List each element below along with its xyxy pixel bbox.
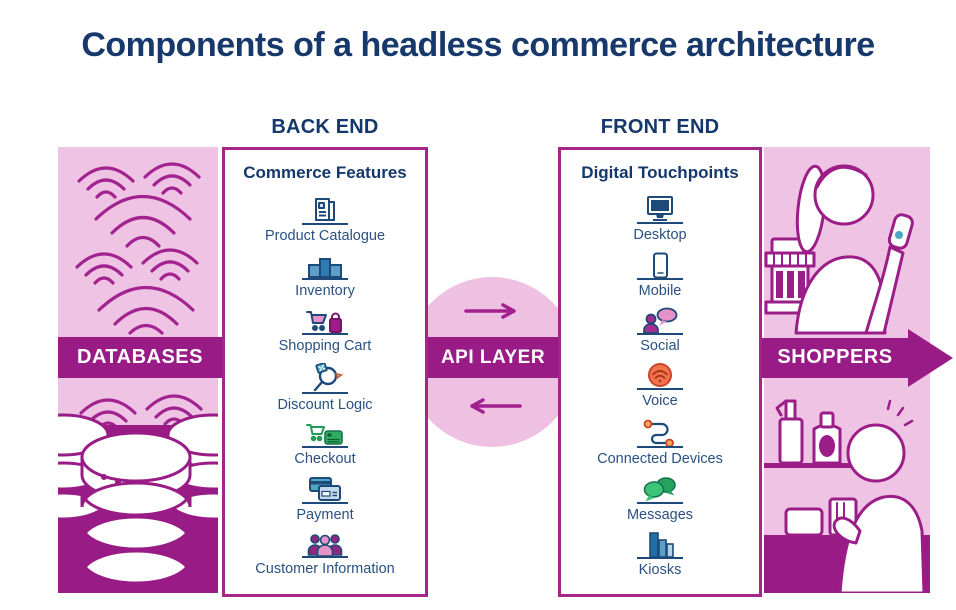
feature-customer-information: Customer Information (255, 532, 395, 578)
messages-icon (637, 476, 683, 504)
feature-label: Customer Information (255, 561, 395, 578)
feature-label: Product Catalogue (264, 227, 386, 244)
touchpoint-mobile: Mobile (637, 252, 683, 299)
arrow-right-icon (464, 303, 516, 319)
icon-baseline (301, 332, 348, 335)
kiosks-icon (637, 531, 683, 559)
mobile-icon (637, 252, 683, 280)
checkout-icon (301, 421, 348, 449)
feature-payment: Payment (296, 476, 354, 524)
page-title: Components of a headless commerce archit… (81, 26, 875, 64)
commerce-features-box: Commerce Features Product C (222, 147, 428, 597)
digital-touchpoints-box: Digital Touchpoints Desktop (558, 147, 762, 597)
icon-baseline (301, 446, 348, 449)
touchpoint-social: Social (637, 307, 683, 354)
icon-baseline (636, 222, 683, 225)
back-end-header: BACK END (271, 116, 379, 138)
icon-baseline (637, 446, 683, 449)
front-end-header: FRONT END (600, 116, 720, 138)
commerce-features-title: Commerce Features (243, 163, 407, 182)
icon-baseline (637, 501, 683, 504)
icon-baseline (301, 556, 348, 559)
shoppers-illustration (764, 164, 930, 593)
shopping-cart-icon (301, 308, 348, 335)
feature-label: Checkout (294, 451, 356, 468)
arrow-left-icon (470, 398, 522, 414)
touchpoint-label: Connected Devices (597, 451, 723, 468)
icon-baseline (301, 502, 348, 505)
social-icon (637, 307, 683, 335)
databases-illustration (58, 162, 218, 593)
touchpoint-kiosks: Kiosks (637, 531, 683, 578)
digital-touchpoints-list: Desktop Mobile (561, 183, 759, 594)
touchpoint-voice: Voice (637, 362, 683, 409)
feature-label: Discount Logic (277, 396, 373, 413)
inventory-icon (302, 253, 348, 280)
feature-product-catalogue: Product Catalogue (265, 196, 385, 244)
feature-label: Shopping Cart (278, 337, 372, 354)
touchpoint-label: Desktop (633, 227, 687, 244)
desktop-icon (636, 195, 683, 225)
connected-devices-icon (637, 417, 683, 449)
product-catalogue-icon (301, 196, 348, 225)
api-layer-banner: API LAYER (428, 337, 558, 378)
icon-baseline (302, 277, 348, 280)
shoppers-banner: SHOPPERS (777, 346, 893, 368)
touchpoint-connected-devices: Connected Devices (597, 417, 723, 467)
voice-icon (637, 362, 683, 390)
payment-icon (301, 476, 348, 505)
icon-baseline (637, 556, 683, 559)
icon-baseline (301, 222, 348, 225)
touchpoint-label: Voice (642, 393, 678, 409)
discount-logic-icon (301, 362, 348, 394)
feature-label: Payment (296, 507, 354, 524)
feature-inventory: Inventory (295, 253, 355, 299)
touchpoint-messages: Messages (627, 476, 693, 523)
feature-discount-logic: Discount Logic (277, 362, 373, 413)
feature-label: Inventory (295, 282, 355, 299)
icon-baseline (301, 391, 348, 394)
icon-baseline (637, 277, 683, 280)
feature-checkout: Checkout (294, 421, 356, 468)
touchpoint-label: Messages (626, 506, 694, 523)
shoppers-arrow (760, 329, 953, 387)
touchpoint-label: Social (640, 337, 680, 354)
databases-banner: DATABASES (58, 337, 222, 378)
touchpoint-label: Kiosks (638, 561, 682, 578)
customer-information-icon (301, 532, 348, 559)
icon-baseline (637, 388, 683, 390)
digital-touchpoints-title: Digital Touchpoints (581, 163, 739, 182)
commerce-features-list: Product Catalogue Inventory (225, 183, 425, 594)
touchpoint-label: Mobile (638, 282, 682, 299)
touchpoint-desktop: Desktop (633, 195, 687, 244)
icon-baseline (637, 332, 683, 335)
feature-shopping-cart: Shopping Cart (278, 308, 372, 354)
